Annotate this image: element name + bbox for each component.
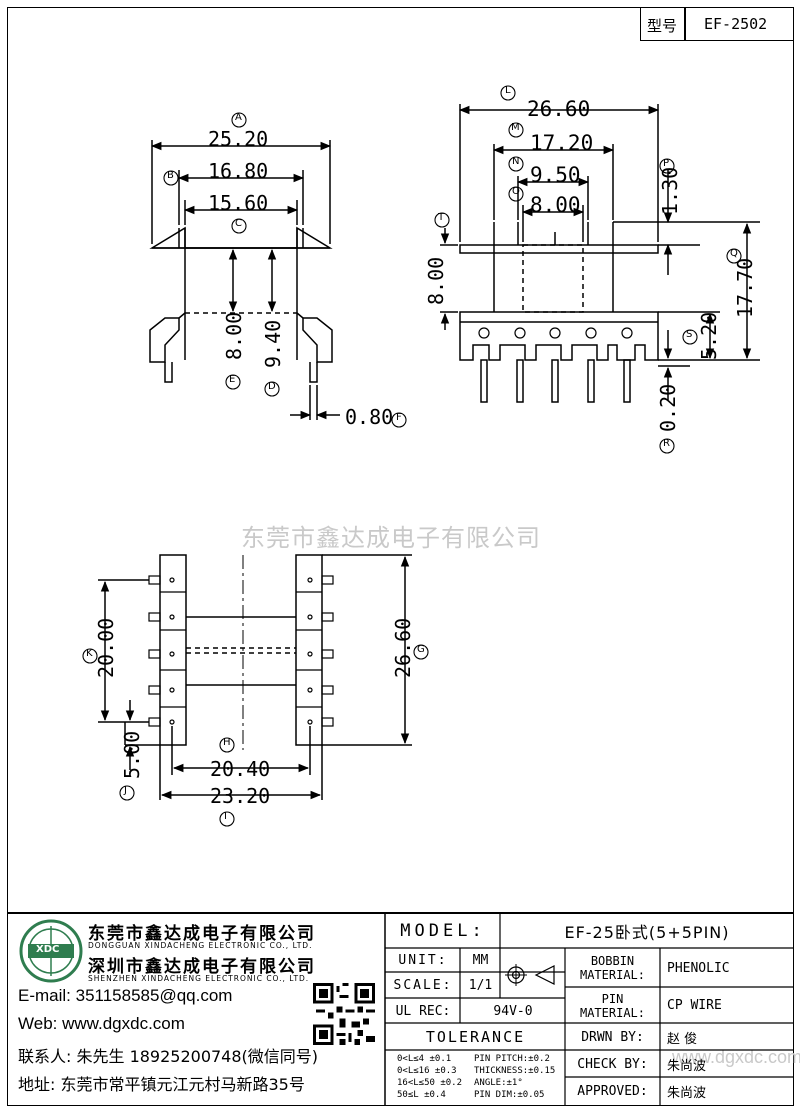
label-A: A [235, 112, 242, 123]
label-F: F [396, 412, 402, 423]
check-label: CHECK BY: [577, 1056, 648, 1072]
drwn-label: DRWN BY: [581, 1029, 644, 1045]
tol-row-1: 0<L≤4 ±0.1 [397, 1054, 452, 1064]
tol2-row-1: PIN PITCH:±0.2 [474, 1054, 550, 1064]
model-label: MODEL: [400, 921, 486, 941]
tol2-row-4: PIN DIM:±0.05 [474, 1090, 545, 1100]
footer-divider [7, 912, 794, 914]
sheet-border [7, 7, 794, 1106]
label-E: E [229, 374, 236, 385]
label-K: K [86, 648, 93, 659]
bobbin-material-label: BOBBIN MATERIAL: [566, 949, 659, 987]
approved-label: APPROVED: [577, 1084, 648, 1099]
tol2-row-3: ANGLE:±1° [474, 1078, 523, 1088]
pin-material-label: PIN MATERIAL: [566, 988, 659, 1023]
dim-A: 25.20 [208, 127, 269, 151]
label-D: D [268, 381, 276, 392]
dim-N: 9.50 [530, 163, 581, 187]
scale-label: SCALE: [393, 978, 453, 993]
approved-value: 朱尚波 [667, 1086, 707, 1101]
scale-value: 1/1 [468, 978, 493, 993]
contact-address: 地址: 东莞市常平镇元江元村马新路35号 [18, 1075, 305, 1094]
model-value: EF-25卧式(5+5PIN) [564, 923, 730, 942]
contact-email: E-mail: 351158585@qq.com [18, 986, 233, 1005]
label-R: R [663, 438, 670, 449]
contact-web: Web: www.dgxdc.com [18, 1014, 185, 1033]
dim-O: 8.00 [530, 193, 581, 217]
label-C: C [235, 218, 242, 229]
label-L: L [505, 85, 511, 96]
type-box [640, 7, 794, 41]
bobbin-label-line1: BOBBIN [590, 954, 635, 968]
bobbin-label-line2: MATERIAL: [579, 968, 646, 982]
callout-circles [82, 85, 742, 827]
type-label: 型号 [647, 17, 678, 35]
label-M: M [511, 122, 520, 133]
unit-label: UNIT: [398, 953, 448, 968]
dim-H: 20.40 [210, 757, 271, 781]
dim-L: 26.60 [527, 97, 591, 121]
company-name-cn: 东莞市鑫达成电子有限公司 [88, 924, 316, 944]
watermark-site: www.dgxdc.com [672, 1047, 800, 1067]
check-value: 朱尚波 [667, 1058, 707, 1074]
unit-value: MM [472, 953, 489, 968]
tol-row-3: 16<L≤50 ±0.2 [397, 1078, 463, 1088]
label-J: J [124, 785, 127, 796]
front-view [440, 104, 760, 403]
technical-drawing [82, 85, 760, 827]
logo-text: XDC [36, 944, 60, 955]
company-logo [19, 919, 83, 983]
pin-label-line2: MATERIAL: [579, 1005, 646, 1020]
label-Q: Q [730, 248, 738, 259]
label-I: I [224, 811, 227, 822]
side-view [149, 140, 340, 420]
label-H: H [223, 737, 231, 748]
tolerance-label: TOLERANCE [425, 1028, 526, 1046]
bobbin-material-value: PHENOLIC [667, 960, 730, 976]
watermark-text: 东莞市鑫达成电子有限公司 [241, 524, 541, 552]
bottom-view [98, 554, 412, 800]
dim-C: 15.60 [208, 191, 269, 215]
label-S: S [686, 329, 693, 340]
ulrec-value: 94V-0 [493, 1003, 533, 1019]
pin-label-line1: PIN [601, 991, 624, 1006]
label-N: N [512, 156, 520, 167]
company-name-en: DONGGUAN XINDACHENG ELECTRONIC CO., LTD. [88, 941, 313, 950]
type-value: EF-2502 [704, 15, 768, 33]
tol2-row-2: THICKNESS:±0.15 [474, 1066, 556, 1076]
label-T: T [438, 212, 445, 223]
label-G: G [417, 644, 425, 655]
company2-name-en: SHENZHEN XINDACHENG ELECTRONIC CO., LTD. [88, 974, 310, 983]
drwn-value: 赵 俊 [667, 1031, 698, 1047]
contact-person: 联系人: 朱先生 18925200748(微信同号) [18, 1047, 319, 1066]
qr-code [313, 983, 375, 1045]
dim-M: 17.20 [530, 131, 594, 155]
label-O: O [512, 186, 520, 197]
tol-row-2: 0<L≤16 ±0.3 [397, 1066, 457, 1076]
dim-I: 23.20 [210, 784, 271, 808]
dim-B: 16.80 [208, 159, 269, 183]
label-B: B [167, 170, 174, 181]
type-divider [684, 7, 686, 41]
pin-material-value: CP WIRE [667, 998, 722, 1013]
company2-name-cn: 深圳市鑫达成电子有限公司 [88, 957, 316, 977]
ulrec-label: UL REC: [395, 1003, 451, 1019]
label-P: P [663, 158, 670, 169]
dim-F: 0.80 [345, 405, 394, 429]
tol-row-4: 50≤L ±0.4 [397, 1090, 446, 1100]
